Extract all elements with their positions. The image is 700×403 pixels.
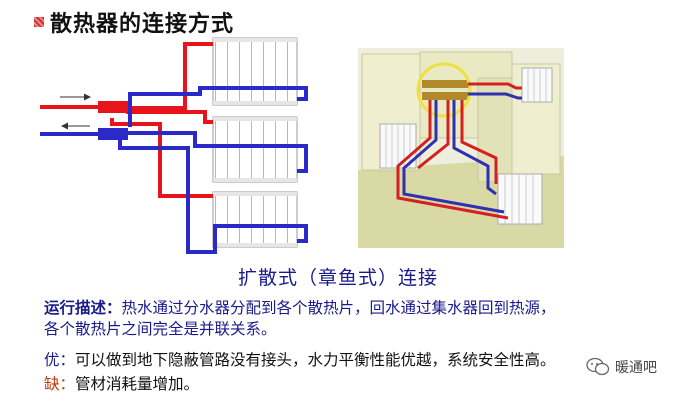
- disadvantage-line: 缺：管材消耗量增加。: [44, 372, 199, 394]
- description-line-2: 各个散热片之间完全是并联关系。: [44, 320, 277, 338]
- illustration-pipes: [396, 82, 522, 220]
- supply-manifold: [98, 101, 128, 113]
- page-title: 散热器的连接方式: [50, 12, 235, 37]
- title-bullet-icon: [34, 17, 44, 27]
- radiator-1: [212, 37, 298, 106]
- installation-illustration: [358, 48, 564, 248]
- return-manifold: [98, 128, 128, 140]
- return-arrow-icon: [61, 122, 90, 130]
- illustration-radiator-right: [497, 173, 543, 225]
- radiator-schematic: [40, 37, 308, 254]
- illustration-radiator-left: [379, 123, 417, 169]
- illustration-manifold: [422, 80, 470, 88]
- supply-pipes: [40, 42, 213, 198]
- watermark: 暖通吧: [586, 357, 657, 377]
- radiator-3: [212, 191, 298, 248]
- diagram-caption: 扩散式（章鱼式）连接: [238, 267, 439, 289]
- watermark-text: 暖通吧: [615, 360, 657, 376]
- radiator-2: [212, 116, 298, 183]
- supply-arrow-icon: [60, 93, 91, 101]
- description-line-1: 运行描述：热水通过分水器分配到各个散热片，回水通过集水器回到热源，: [44, 298, 556, 319]
- disadvantage-label: 缺：: [44, 375, 76, 393]
- advantage-line: 优：可以做到地下隐蔽管路没有接头，水力平衡性能优越，系统安全性高。: [44, 348, 556, 370]
- description-text-1: 热水通过分水器分配到各个散热片，回水通过集水器回到热源，: [121, 299, 556, 317]
- wechat-icon: [586, 357, 610, 376]
- advantage-text: 可以做到地下隐蔽管路没有接头，水力平衡性能优越，系统安全性高。: [75, 351, 556, 369]
- description-block: 运行描述：热水通过分水器分配到各个散热片，回水通过集水器回到热源， 各个散热片之…: [44, 298, 556, 340]
- advantage-label: 优：: [44, 351, 76, 369]
- description-label: 运行描述：: [44, 299, 122, 317]
- illustration-radiator-top: [521, 67, 553, 103]
- manifold-highlight-circle: [416, 62, 472, 118]
- disadvantage-text: 管材消耗量增加。: [75, 375, 200, 393]
- return-pipes: [40, 86, 308, 254]
- title-block: 散热器的连接方式: [34, 6, 234, 38]
